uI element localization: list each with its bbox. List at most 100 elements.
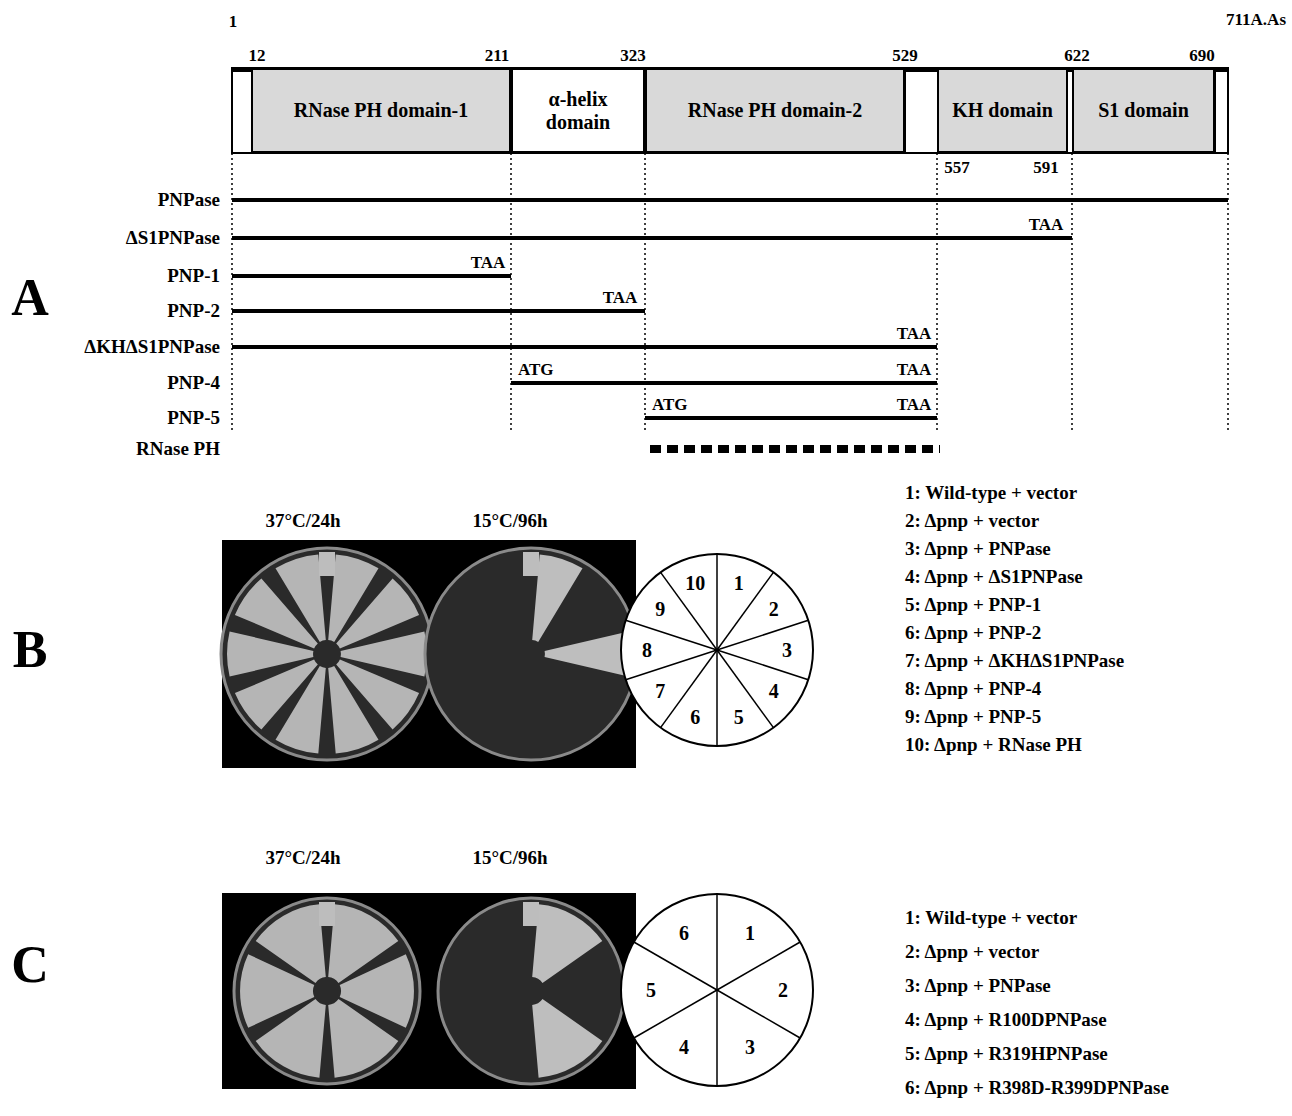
domain-box: RNase PH domain-2	[645, 68, 905, 153]
residue-number: 690	[1189, 47, 1215, 66]
domain-name: RNase PH domain-1	[294, 99, 468, 122]
domain-box: α-helix domain	[511, 68, 645, 153]
sector-divider	[716, 894, 718, 990]
construct-name: ΔKHΔS1PNPase	[84, 337, 220, 358]
plate-condition: 37°C/24h	[265, 848, 340, 869]
residue-number: 711A.As	[1226, 11, 1286, 30]
residue-number: 12	[249, 47, 266, 66]
agar-plate	[438, 898, 624, 1084]
sector-number: 6	[690, 706, 700, 728]
sector-number: 6	[679, 922, 689, 944]
domain-box: RNase PH domain-1	[251, 68, 511, 153]
plate-condition: 15°C/96h	[472, 848, 547, 869]
sector-number: 2	[778, 979, 788, 1001]
plate-label-sticker	[523, 902, 539, 926]
construct-name: ΔS1PNPase	[126, 228, 220, 249]
strain-key: 2: Δpnp + vector	[905, 511, 1039, 532]
plate-condition: 15°C/96h	[472, 511, 547, 532]
residue-number: 622	[1064, 47, 1090, 66]
sector-number: 2	[769, 598, 779, 620]
residue-number: 529	[892, 47, 918, 66]
sector-divider	[661, 572, 717, 650]
sector-number: 5	[734, 706, 744, 728]
stop-codon: TAA	[603, 289, 638, 308]
strain-key: 9: Δpnp + PNP-5	[905, 707, 1041, 728]
agar-plate	[234, 898, 420, 1084]
rnase-ph-dashed-bar	[650, 445, 940, 453]
residue-number: 323	[620, 47, 646, 66]
construct-line	[232, 309, 645, 313]
domain-boundary-guide	[936, 153, 938, 432]
agar-plate	[221, 548, 433, 760]
bacterial-streak	[328, 666, 378, 754]
construct-line	[232, 198, 1228, 202]
domain-boundary-guide	[644, 153, 646, 432]
strain-key: 1: Wild-type + vector	[905, 483, 1077, 504]
construct-line	[232, 274, 511, 278]
start-codon: ATG	[652, 396, 688, 415]
sector-number: 5	[646, 979, 656, 1001]
bacterial-streak	[276, 554, 326, 642]
sector-number: 7	[655, 680, 665, 702]
construct-name: RNase PH	[136, 439, 220, 460]
sector-divider	[717, 572, 773, 650]
sector-divider	[661, 650, 717, 728]
construct-name: PNP-5	[167, 408, 220, 429]
residue-number: 557	[944, 159, 970, 178]
plate-label-sticker	[319, 552, 335, 576]
stop-codon: TAA	[897, 361, 932, 380]
sector-number: 9	[655, 598, 665, 620]
construct-line	[511, 381, 937, 385]
sector-number: 1	[734, 572, 744, 594]
construct-name: PNP-4	[167, 373, 220, 394]
bacterial-streak	[256, 904, 326, 983]
bacterial-streak	[532, 999, 602, 1078]
construct-line	[232, 345, 937, 349]
domain-name: KH domain	[952, 99, 1053, 122]
photo-background	[222, 540, 636, 768]
sector-number: 4	[679, 1036, 689, 1058]
domain-boundary-guide	[1227, 153, 1229, 432]
strain-key: 6: Δpnp + R398D-R399DPNPase	[905, 1078, 1169, 1099]
bacterial-streak	[532, 904, 602, 983]
strain-key: 7: Δpnp + ΔKHΔS1PNPase	[905, 651, 1124, 672]
stop-codon: TAA	[471, 254, 506, 273]
bacterial-streak	[328, 999, 398, 1078]
agar-plate	[425, 548, 637, 760]
sector-divider	[717, 620, 808, 650]
plate-label-sticker	[319, 902, 335, 926]
sector-number: 3	[745, 1036, 755, 1058]
construct-line	[645, 416, 937, 420]
strain-key: 10: Δpnp + RNase PH	[905, 735, 1082, 756]
sector-number: 1	[745, 922, 755, 944]
domain-boundary-guide	[231, 153, 233, 432]
stop-codon: TAA	[1029, 216, 1064, 235]
protein-bar	[232, 68, 1228, 153]
domain-name: α-helix domain	[519, 88, 637, 134]
strain-key: 2: Δpnp + vector	[905, 942, 1039, 963]
plate-label-sticker	[523, 552, 539, 576]
sector-divider	[626, 650, 717, 680]
strain-key: 4: Δpnp + ΔS1PNPase	[905, 567, 1083, 588]
residue-number: 211	[485, 47, 510, 66]
construct-name: PNP-1	[167, 266, 220, 287]
strain-key: 5: Δpnp + PNP-1	[905, 595, 1041, 616]
strain-key: 3: Δpnp + PNPase	[905, 976, 1051, 997]
sector-divider	[717, 650, 773, 728]
sector-number: 8	[642, 639, 652, 661]
sector-key-circle	[621, 554, 813, 746]
panel-letter: B	[13, 621, 48, 678]
strain-key: 5: Δpnp + R319HPNPase	[905, 1044, 1108, 1065]
construct-name: PNPase	[158, 190, 220, 211]
bacterial-streak	[545, 632, 631, 677]
domain-box: S1 domain	[1072, 68, 1215, 153]
domain-box: KH domain	[937, 68, 1068, 153]
residue-number: 1	[229, 13, 238, 32]
sector-number: 3	[782, 639, 792, 661]
strain-key: 8: Δpnp + PNP-4	[905, 679, 1041, 700]
sector-divider	[716, 554, 718, 650]
photo-background	[222, 893, 636, 1089]
sector-key-circle	[621, 894, 813, 1086]
